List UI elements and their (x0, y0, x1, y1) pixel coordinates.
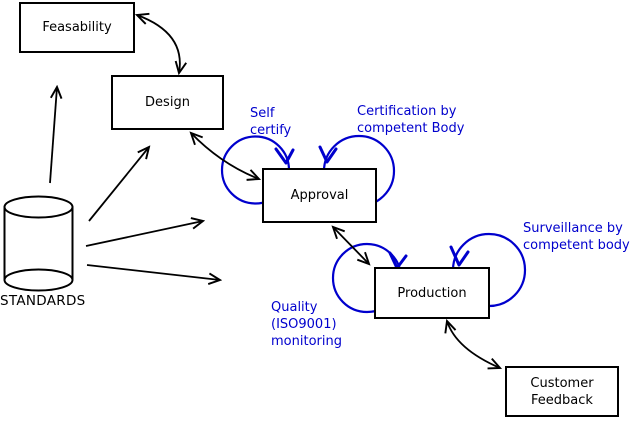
surveillance-arrowhead-icon (449, 245, 470, 267)
arrow-standards-to-approval (85, 221, 203, 247)
node-customer-feedback: Customer Feedback (505, 366, 619, 417)
quality-arrowhead-icon (388, 251, 408, 270)
annotation-self-certify: Self certify (250, 106, 292, 138)
annotation-certification: Certification by competent Body (357, 104, 465, 136)
arrow-standards-to-production (86, 264, 220, 280)
arrow-standards-to-feasability (49, 87, 57, 184)
annotation-quality-monitoring: Quality (ISO9001) monitoring (271, 300, 342, 349)
standards-cylinder (3, 195, 74, 292)
arrow-standards-to-design (88, 147, 149, 222)
node-design: Design (111, 75, 224, 130)
cylinder-bottom (3, 268, 74, 292)
node-production: Production (374, 267, 490, 319)
node-design-label: Design (145, 95, 190, 110)
certification-arrowhead-icon (318, 145, 338, 164)
arrow-production-customer-feedback (447, 321, 500, 368)
arrow-approval-production (333, 227, 369, 264)
annotation-surveillance: Surveillance by competent body (523, 221, 630, 253)
node-approval: Approval (262, 168, 377, 223)
node-production-label: Production (397, 285, 467, 301)
arrow-design-approval (191, 133, 259, 179)
node-approval-label: Approval (290, 188, 349, 203)
standards-label: STANDARDS (0, 293, 86, 309)
arrow-feasability-design (137, 15, 180, 73)
node-feasability-label: Feasability (42, 20, 112, 35)
node-feasability: Feasability (19, 2, 135, 53)
cylinder-top (3, 195, 74, 219)
self-certify-arrowhead-icon (274, 147, 295, 165)
node-customer-feedback-label: Customer Feedback (530, 375, 594, 408)
